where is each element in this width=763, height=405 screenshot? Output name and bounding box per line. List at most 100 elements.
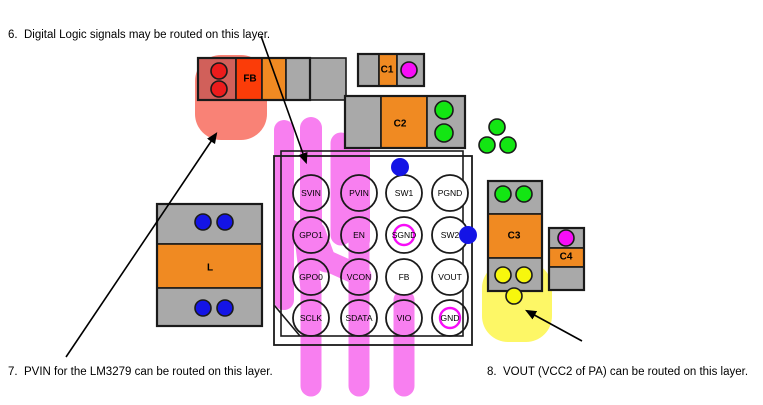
note-8-text: VOUT (VCC2 of PA) can be routed on this … bbox=[503, 366, 749, 378]
note-6-text: Digital Logic signals may be routed on t… bbox=[24, 29, 271, 41]
comp-c3-pad-1 bbox=[515, 185, 533, 203]
pad-ring bbox=[385, 299, 423, 337]
ic-pad-vio: VIO bbox=[385, 299, 423, 337]
note-7-text: PVIN for the LM3279 can be routed on thi… bbox=[24, 366, 273, 378]
ic-pad-gpo1: GPO1 bbox=[292, 216, 330, 254]
green-via-bottom-left bbox=[478, 136, 496, 154]
comp-fb-pad-0 bbox=[210, 62, 228, 80]
fb-seg-gray bbox=[285, 57, 347, 101]
ic-pad-svin: SVIN bbox=[292, 174, 330, 212]
ic-pad-gnd: GND bbox=[431, 299, 469, 337]
pad-label: PGND bbox=[438, 188, 463, 198]
pad-ring bbox=[292, 216, 330, 254]
comp-l: L bbox=[155, 202, 264, 328]
pad-ring bbox=[385, 216, 423, 254]
arrow-note-7 bbox=[65, 132, 218, 358]
pad-ring bbox=[340, 174, 378, 212]
pad-ring bbox=[292, 299, 330, 337]
pad-ring bbox=[292, 258, 330, 296]
c2-seg-left bbox=[344, 95, 382, 149]
comp-c4-pad-0 bbox=[557, 229, 575, 247]
pad-label: GPO0 bbox=[299, 272, 323, 282]
ic-pad-vout: VOUT bbox=[431, 258, 469, 296]
comp-c4: C4 bbox=[547, 226, 586, 292]
arrow-note-8 bbox=[525, 309, 583, 342]
comp-c3-pad-2 bbox=[494, 266, 512, 284]
pad-label: SW2 bbox=[441, 230, 460, 240]
comp-c4-outline bbox=[547, 226, 586, 292]
yellow-via-bottom bbox=[505, 287, 523, 305]
arrow-note-6 bbox=[260, 35, 308, 165]
green-via-bottom-right bbox=[499, 136, 517, 154]
comp-fb-label: FB bbox=[243, 74, 256, 85]
comp-c2: C2 bbox=[343, 94, 467, 150]
ic-pad-vcon: VCON bbox=[340, 258, 378, 296]
pad-ring bbox=[292, 174, 330, 212]
pad-label: VIO bbox=[397, 313, 412, 323]
comp-c1-label: C1 bbox=[381, 65, 394, 76]
pad-label: SDATA bbox=[345, 313, 372, 323]
comp-c2-pad-0 bbox=[434, 100, 454, 120]
comp-l-pad-1 bbox=[216, 213, 234, 231]
pad-label: VCON bbox=[347, 272, 372, 282]
pad-label: GND bbox=[441, 313, 460, 323]
pad-label: PVIN bbox=[349, 188, 369, 198]
pad-label: VOUT bbox=[438, 272, 462, 282]
pad-magenta-ring bbox=[438, 306, 462, 330]
ic-pad-sgnd: SGND bbox=[385, 216, 423, 254]
green-via-top bbox=[488, 118, 506, 136]
pad-label: SGND bbox=[392, 230, 417, 240]
comp-c3-pad-0 bbox=[494, 185, 512, 203]
ic-pad-pvin: PVIN bbox=[340, 174, 378, 212]
comp-l-pad-0 bbox=[194, 213, 212, 231]
note-8: 8. VOUT (VCC2 of PA) can be routed on thi… bbox=[487, 366, 748, 378]
pad-ring bbox=[431, 174, 469, 212]
ic-pad-sw2: SW2 bbox=[431, 216, 469, 254]
ic-outer-box bbox=[273, 155, 473, 346]
comp-c1-outline bbox=[356, 52, 426, 88]
ic-pad-fb: FB bbox=[385, 258, 423, 296]
pad-ring bbox=[340, 258, 378, 296]
comp-l-outline bbox=[155, 202, 264, 328]
pad-label: GPO1 bbox=[299, 230, 323, 240]
comp-c1-pad-0 bbox=[400, 61, 418, 79]
note-6-number: 6. bbox=[8, 29, 18, 41]
ic-pad-en: EN bbox=[340, 216, 378, 254]
comp-l-pad-3 bbox=[216, 299, 234, 317]
c4-seg-bottom bbox=[548, 266, 585, 291]
loose-vias bbox=[478, 118, 523, 305]
pad-label: FB bbox=[399, 272, 410, 282]
pad-ring bbox=[431, 258, 469, 296]
pad-ring bbox=[385, 258, 423, 296]
ic-pad-pgnd: PGND bbox=[431, 174, 469, 212]
comp-c3: C3 bbox=[486, 179, 544, 293]
comp-c3-pad-3 bbox=[515, 266, 533, 284]
comp-c2-outline bbox=[343, 94, 467, 150]
ic-pad-sdata: SDATA bbox=[340, 299, 378, 337]
via-sw2-right bbox=[459, 226, 477, 244]
comp-c4-label: C4 bbox=[560, 252, 573, 263]
pad-label: SVIN bbox=[301, 188, 321, 198]
ic-pad-sw1: SW1 bbox=[385, 174, 423, 212]
pad-label: SW1 bbox=[395, 188, 414, 198]
comp-l-pad-2 bbox=[194, 299, 212, 317]
callout-arrows bbox=[65, 35, 583, 358]
comp-c2-label: C2 bbox=[394, 119, 407, 130]
pad-ring bbox=[431, 299, 469, 337]
pad-label: EN bbox=[353, 230, 365, 240]
pad-ring bbox=[340, 216, 378, 254]
comp-fb: FB bbox=[196, 56, 347, 102]
ic-pad-gpo0: GPO0 bbox=[292, 258, 330, 296]
note-8-number: 8. bbox=[487, 366, 497, 378]
c1-seg-left bbox=[357, 53, 380, 87]
via-sw1-top bbox=[391, 158, 409, 176]
note-7: 7. PVIN for the LM3279 can be routed on t… bbox=[8, 366, 273, 378]
comp-c2-pad-1 bbox=[434, 123, 454, 143]
note-7-number: 7. bbox=[8, 366, 18, 378]
fb-seg-orange bbox=[261, 57, 287, 101]
comp-fb-pad-1 bbox=[210, 80, 228, 98]
